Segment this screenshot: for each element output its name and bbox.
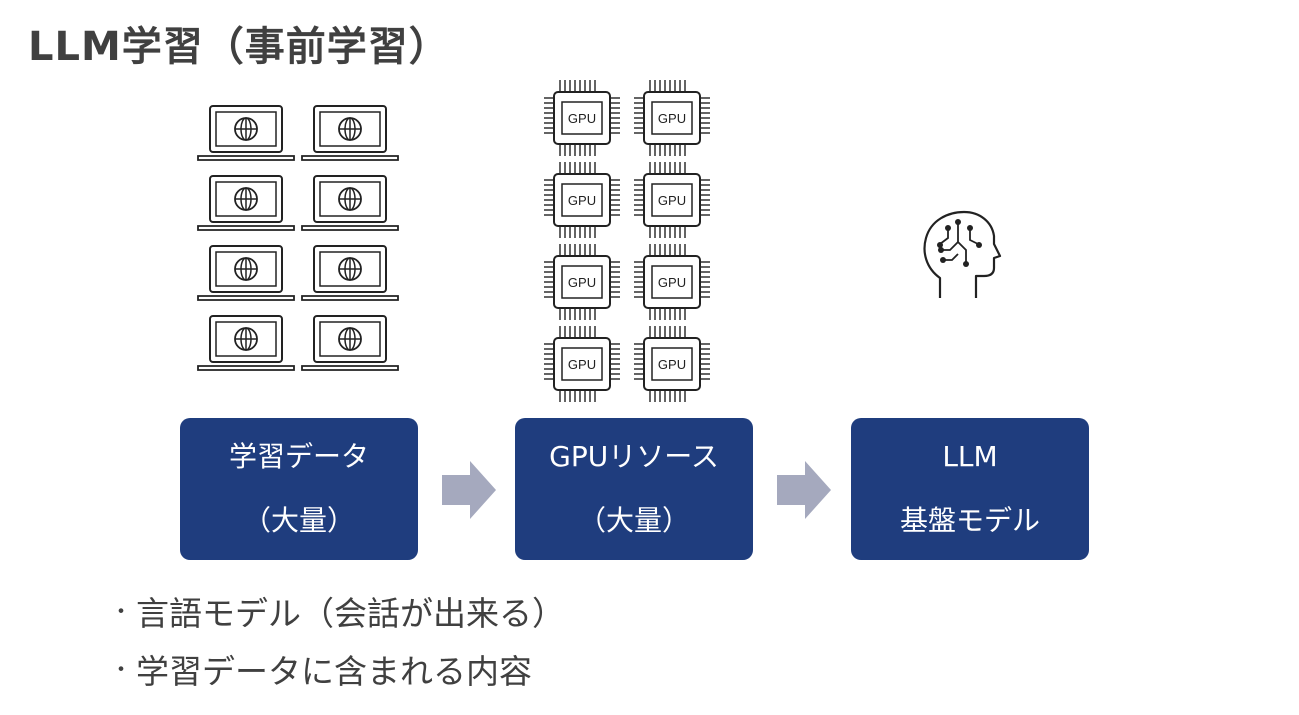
bullet-text: 言語モデル（会話が出来る） [136, 594, 566, 633]
gpu-chip-label: GPU [568, 275, 596, 290]
gpu-chip-label: GPU [658, 275, 686, 290]
laptop-globe-icon [301, 245, 399, 301]
laptop-globe-icon [301, 315, 399, 371]
bullet-text: 学習データに含まれる内容 [136, 652, 533, 691]
gpu-resource-box: GPUリソース （大量） [515, 418, 753, 560]
laptop-globe-icon [197, 105, 295, 161]
list-item: ・学習データに含まれる内容 [110, 648, 565, 706]
gpu-chip-icon: GPU [634, 80, 710, 156]
gpu-chip-label: GPU [568, 357, 596, 372]
box-sublabel: （大量） [242, 504, 355, 537]
ai-head-icon [923, 210, 1002, 298]
gpu-chip-icon: GPU [544, 162, 620, 238]
box-sublabel: 基盤モデル [899, 504, 1040, 537]
box-label: 学習データ [228, 440, 369, 473]
bullet-marker: ・ [110, 600, 133, 625]
llm-base-model-box: LLM 基盤モデル [851, 418, 1089, 560]
laptop-globe-icon [301, 105, 399, 161]
right-arrow-icon [442, 461, 496, 519]
box-label: GPUリソース [549, 440, 719, 473]
gpu-chip-icon: GPU [634, 162, 710, 238]
box-label: LLM [942, 440, 998, 473]
laptop-grid [197, 105, 399, 371]
laptop-globe-icon [197, 315, 295, 371]
gpu-chip-label: GPU [568, 111, 596, 126]
gpu-chip-label: GPU [568, 193, 596, 208]
gpu-chip-label: GPU [658, 111, 686, 126]
box-sublabel: （大量） [577, 504, 690, 537]
laptop-globe-icon [301, 175, 399, 231]
gpu-chip-label: GPU [658, 193, 686, 208]
bullet-list: ・言語モデル（会話が出来る） ・学習データに含まれる内容 [110, 590, 565, 706]
laptop-globe-icon [197, 245, 295, 301]
list-item: ・言語モデル（会話が出来る） [110, 590, 565, 648]
page-title: LLM学習（事前学習） [28, 24, 450, 70]
training-data-box: 学習データ （大量） [180, 418, 418, 560]
gpu-chip-icon: GPU [544, 244, 620, 320]
gpu-grid: GPU GPU GPU GPU GPU GPU GPU GPU [544, 80, 710, 402]
gpu-chip-icon: GPU [544, 80, 620, 156]
bullet-marker: ・ [110, 658, 133, 683]
gpu-chip-icon: GPU [634, 244, 710, 320]
gpu-chip-icon: GPU [634, 326, 710, 402]
gpu-chip-label: GPU [658, 357, 686, 372]
laptop-globe-icon [197, 175, 295, 231]
gpu-chip-icon: GPU [544, 326, 620, 402]
right-arrow-icon [777, 461, 831, 519]
